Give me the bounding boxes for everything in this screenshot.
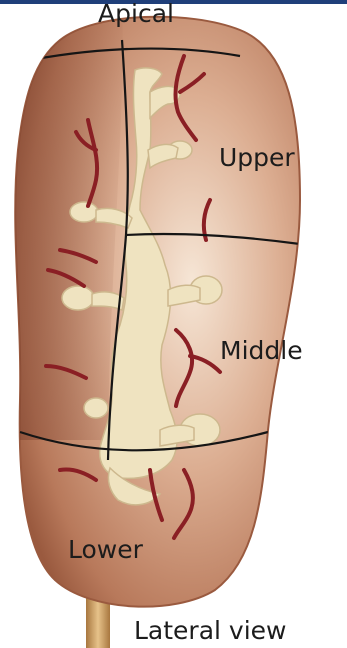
- view-caption: Lateral view: [134, 616, 287, 645]
- label-lower: Lower: [68, 535, 144, 564]
- label-apical: Apical: [98, 0, 174, 28]
- label-middle: Middle: [220, 336, 303, 365]
- label-upper: Upper: [219, 143, 295, 172]
